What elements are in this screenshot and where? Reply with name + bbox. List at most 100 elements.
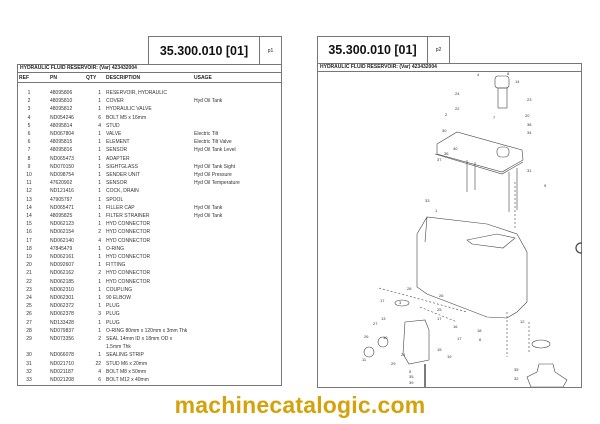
callout-label: 24 — [455, 91, 460, 96]
callout-label: 22 — [455, 106, 460, 111]
callout-label: 26 — [439, 293, 444, 298]
left-section-box — [17, 64, 282, 386]
callout-label: 35 — [409, 374, 414, 379]
callout-label: 39 — [409, 380, 414, 385]
cell-desc: 90 ELBOW — [106, 295, 132, 301]
cell-ref: 14 — [26, 213, 32, 219]
cell-pn: ND073356 — [50, 336, 74, 342]
cell-qty: 1 — [98, 278, 101, 285]
cell-ref: 33 — [26, 377, 32, 383]
cell-pn: 48095825 — [50, 213, 73, 219]
cell-ref: 9 — [27, 163, 31, 170]
cell-ref: 8 — [27, 155, 31, 162]
cell-qty: 3 — [98, 311, 101, 318]
cell-qty: 1 — [98, 245, 101, 252]
reservoir — [416, 216, 528, 319]
cell-qty: 1 — [98, 352, 101, 359]
cell-qty: 1 — [98, 172, 101, 178]
cell-qty: 1 — [98, 204, 101, 211]
cell-ref: 1 — [27, 90, 31, 96]
cell-pn: 48095816 — [50, 147, 73, 154]
filter-assembly — [526, 363, 568, 387]
callout-label: 11 — [362, 357, 367, 362]
cell-desc: HYD CONNECTOR — [106, 270, 151, 277]
callout-label: 20 — [525, 113, 530, 118]
callout-label: 17 — [380, 298, 385, 303]
cell-desc: VALVE — [106, 131, 122, 137]
callout-label: 36 — [444, 151, 449, 156]
cell-ref: 32 — [26, 368, 32, 375]
cell-ref: 18 — [26, 245, 32, 252]
callout-label: 32 — [514, 376, 519, 381]
plug — [363, 346, 375, 358]
callout-label: 7 — [493, 115, 496, 120]
cell-ref: 4 — [27, 114, 31, 121]
cell-ref: 28 — [26, 327, 32, 334]
col-ref: REF — [19, 75, 29, 81]
callout-label: 1 — [435, 208, 438, 213]
cell-usage: Electric Tilt Valve — [194, 139, 232, 146]
cell-desc: FITTING — [106, 262, 126, 269]
cell-pn: 47620902 — [50, 180, 73, 187]
cover — [436, 131, 524, 173]
cell-ref: 11 — [26, 180, 32, 187]
col-pn: PN — [50, 75, 57, 81]
cell-qty: 1 — [98, 327, 101, 334]
cell-qty: 1 — [98, 303, 101, 310]
left-page-code: 35.300.010 [01] — [159, 43, 249, 58]
cell-desc: STUD — [106, 122, 120, 129]
cell-pn: ND054246 — [50, 114, 74, 121]
cell-ref: 14 — [26, 204, 32, 211]
cell-qty: 6 — [98, 377, 101, 383]
cell-qty: 1 — [98, 196, 101, 203]
cell-desc: HYD CONNECTOR — [106, 221, 151, 228]
cell-desc: FILTER STRAINER — [106, 213, 150, 219]
cell-ref: 26 — [26, 311, 32, 318]
o-ring — [394, 299, 410, 307]
left-section-title: HYDRAULIC FLUID RESERVOIR: (Var) 4234320… — [17, 64, 282, 73]
callout-label: 9 — [544, 183, 547, 188]
callout-label: 5 — [409, 369, 412, 374]
cell-desc: RESERVOIR, HYDRAULIC — [106, 90, 168, 96]
cell-qty: 1 — [98, 147, 101, 154]
cell-qty: 4 — [98, 122, 101, 129]
callout-label: 2 — [445, 112, 448, 117]
cell-qty: 1 — [98, 188, 101, 195]
cell-ref: 7 — [27, 147, 31, 154]
callout-label: 38 — [527, 122, 532, 127]
cell-desc: HYD CONNECTOR — [106, 229, 151, 236]
callout-label: 14 — [515, 79, 520, 84]
callout-label: 35 — [514, 367, 519, 372]
cell-desc: BOLT M12 x 40mm — [106, 377, 149, 383]
right-page-number: p2 — [435, 47, 442, 53]
cell-pn: 48095810 — [50, 98, 73, 105]
cell-desc: FILLER CAP — [106, 204, 135, 211]
cell-pn: ND062123 — [50, 221, 74, 228]
cell-qty: 1 — [98, 106, 101, 113]
callout-label: 8 — [507, 72, 510, 76]
cell-ref: 2 — [27, 98, 31, 105]
callout-label: 31 — [527, 168, 532, 173]
cell-qty: 1 — [98, 286, 101, 293]
cell-pn: ND062154 — [50, 229, 74, 236]
filter-strainer — [497, 87, 508, 109]
cell-ref: 15 — [26, 221, 32, 228]
cell-pn: ND066078 — [50, 352, 74, 359]
cell-ref: 10 — [26, 172, 32, 178]
cell-desc: PLUG — [106, 303, 120, 310]
